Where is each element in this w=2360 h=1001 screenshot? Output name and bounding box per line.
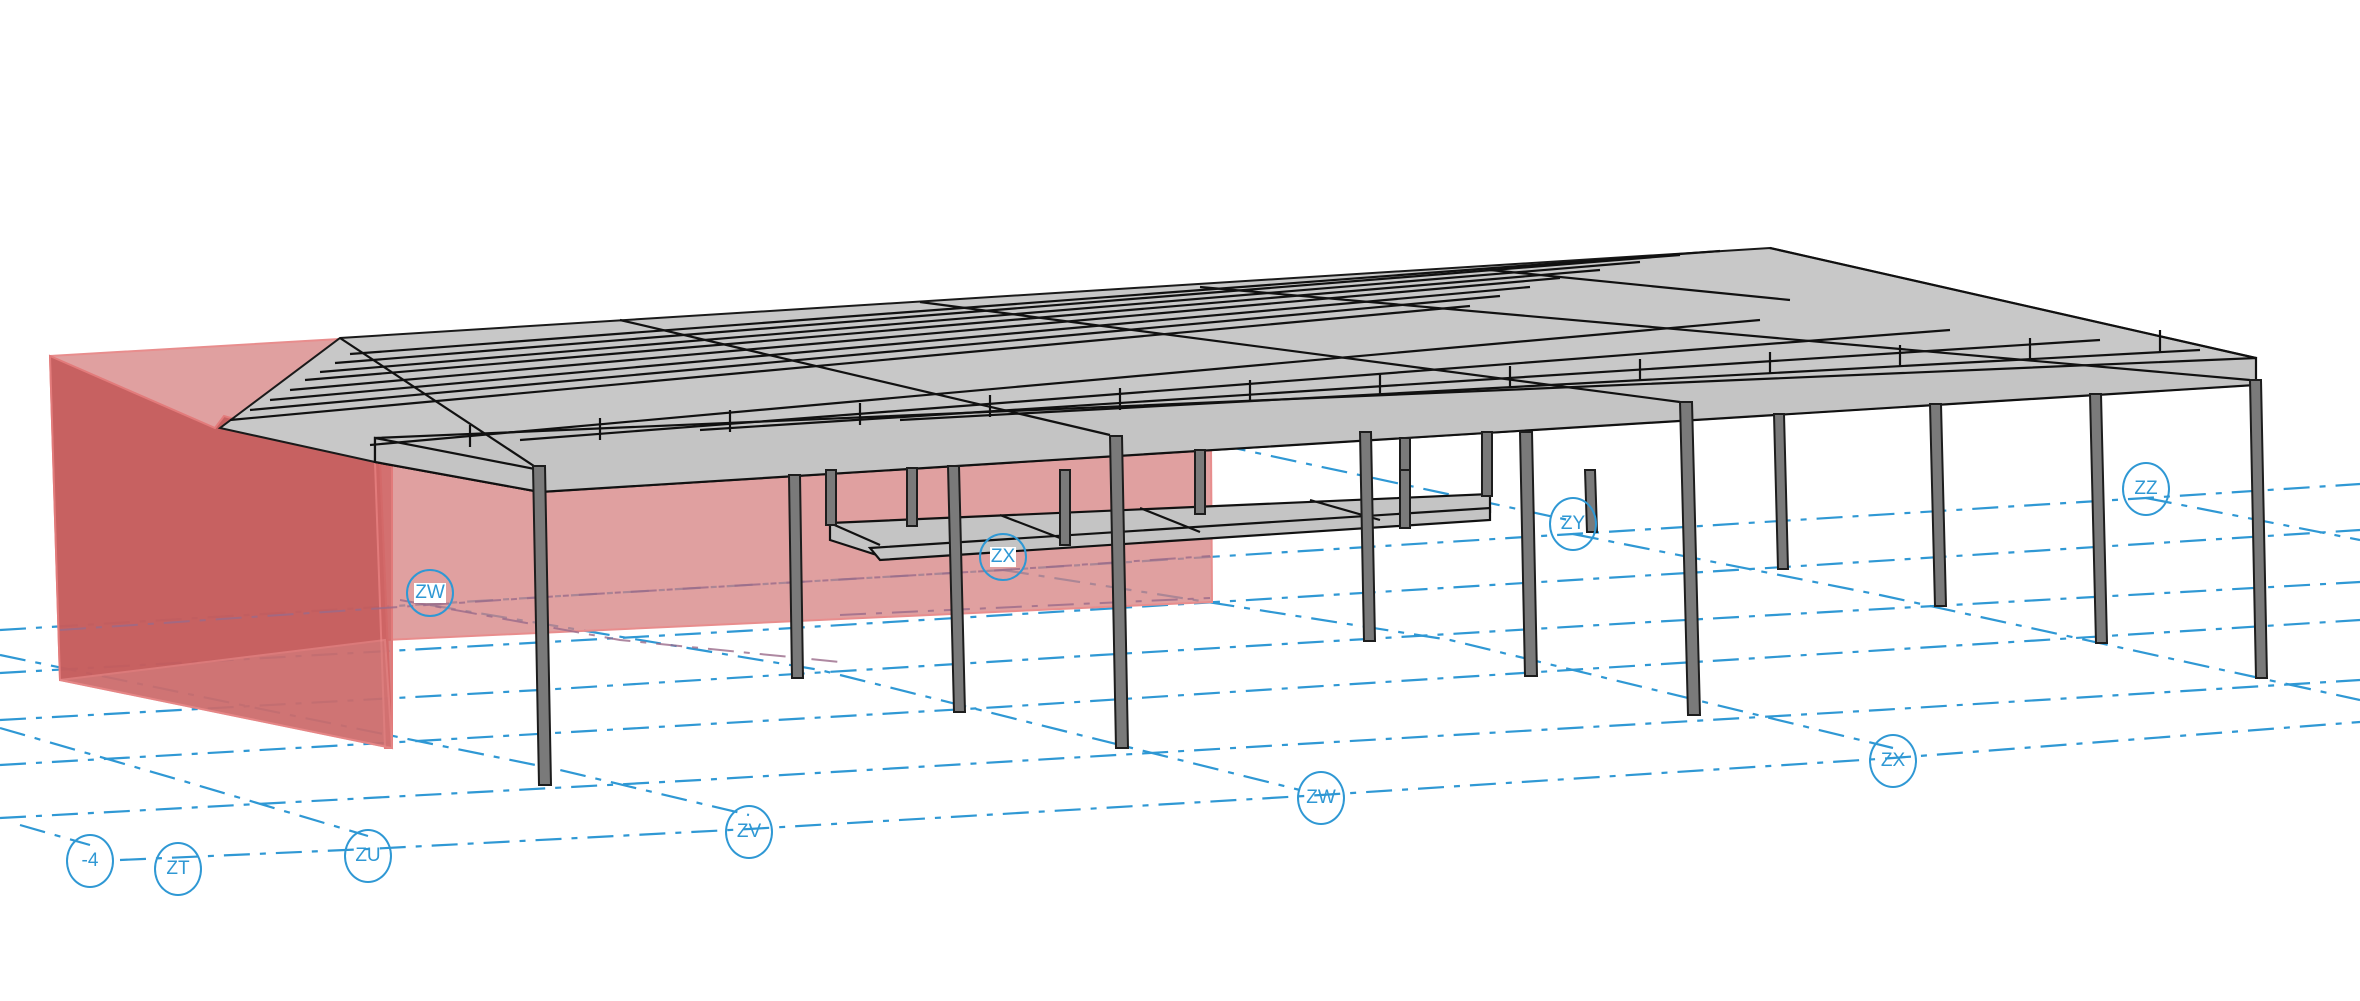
- grid-bubble-neg4[interactable]: -4: [66, 834, 114, 888]
- grid-bubble-label: -4: [81, 850, 99, 871]
- grid-bubble-zw-lower[interactable]: ZW: [1297, 771, 1345, 825]
- grid-bubble-zt[interactable]: ZT: [154, 842, 202, 896]
- grid-bubble-zz[interactable]: ZZ: [2122, 462, 2170, 516]
- grid-bubble-zx-lower[interactable]: ZX: [1869, 734, 1917, 788]
- grid-bubble-label: ZX: [1880, 750, 1906, 771]
- grid-bubble-zv[interactable]: ZV: [725, 805, 773, 859]
- grid-bubble-label: ZY: [1560, 513, 1586, 534]
- grid-bubble-label: ZW: [414, 582, 446, 603]
- roof-joists: [229, 246, 2257, 471]
- grid-bubble-label: ZV: [736, 821, 762, 842]
- grid-bubble-zw-upper[interactable]: ZW: [406, 569, 454, 617]
- grid-bubble-label: ZX: [989, 546, 1017, 567]
- grid-bubble-zy[interactable]: ZY: [1549, 497, 1597, 551]
- grid-bubble-label: ZT: [166, 858, 190, 879]
- grid-bubble-label: ZU: [355, 845, 381, 866]
- grid-bubble-zx-upper[interactable]: ZX: [979, 533, 1027, 581]
- grid-bubble-label: ZW: [1306, 787, 1336, 808]
- steel-columns[interactable]: [531, 379, 2269, 786]
- grid-bubble-label: ZZ: [2134, 478, 2158, 499]
- grid-bubble-zu[interactable]: ZU: [344, 829, 392, 883]
